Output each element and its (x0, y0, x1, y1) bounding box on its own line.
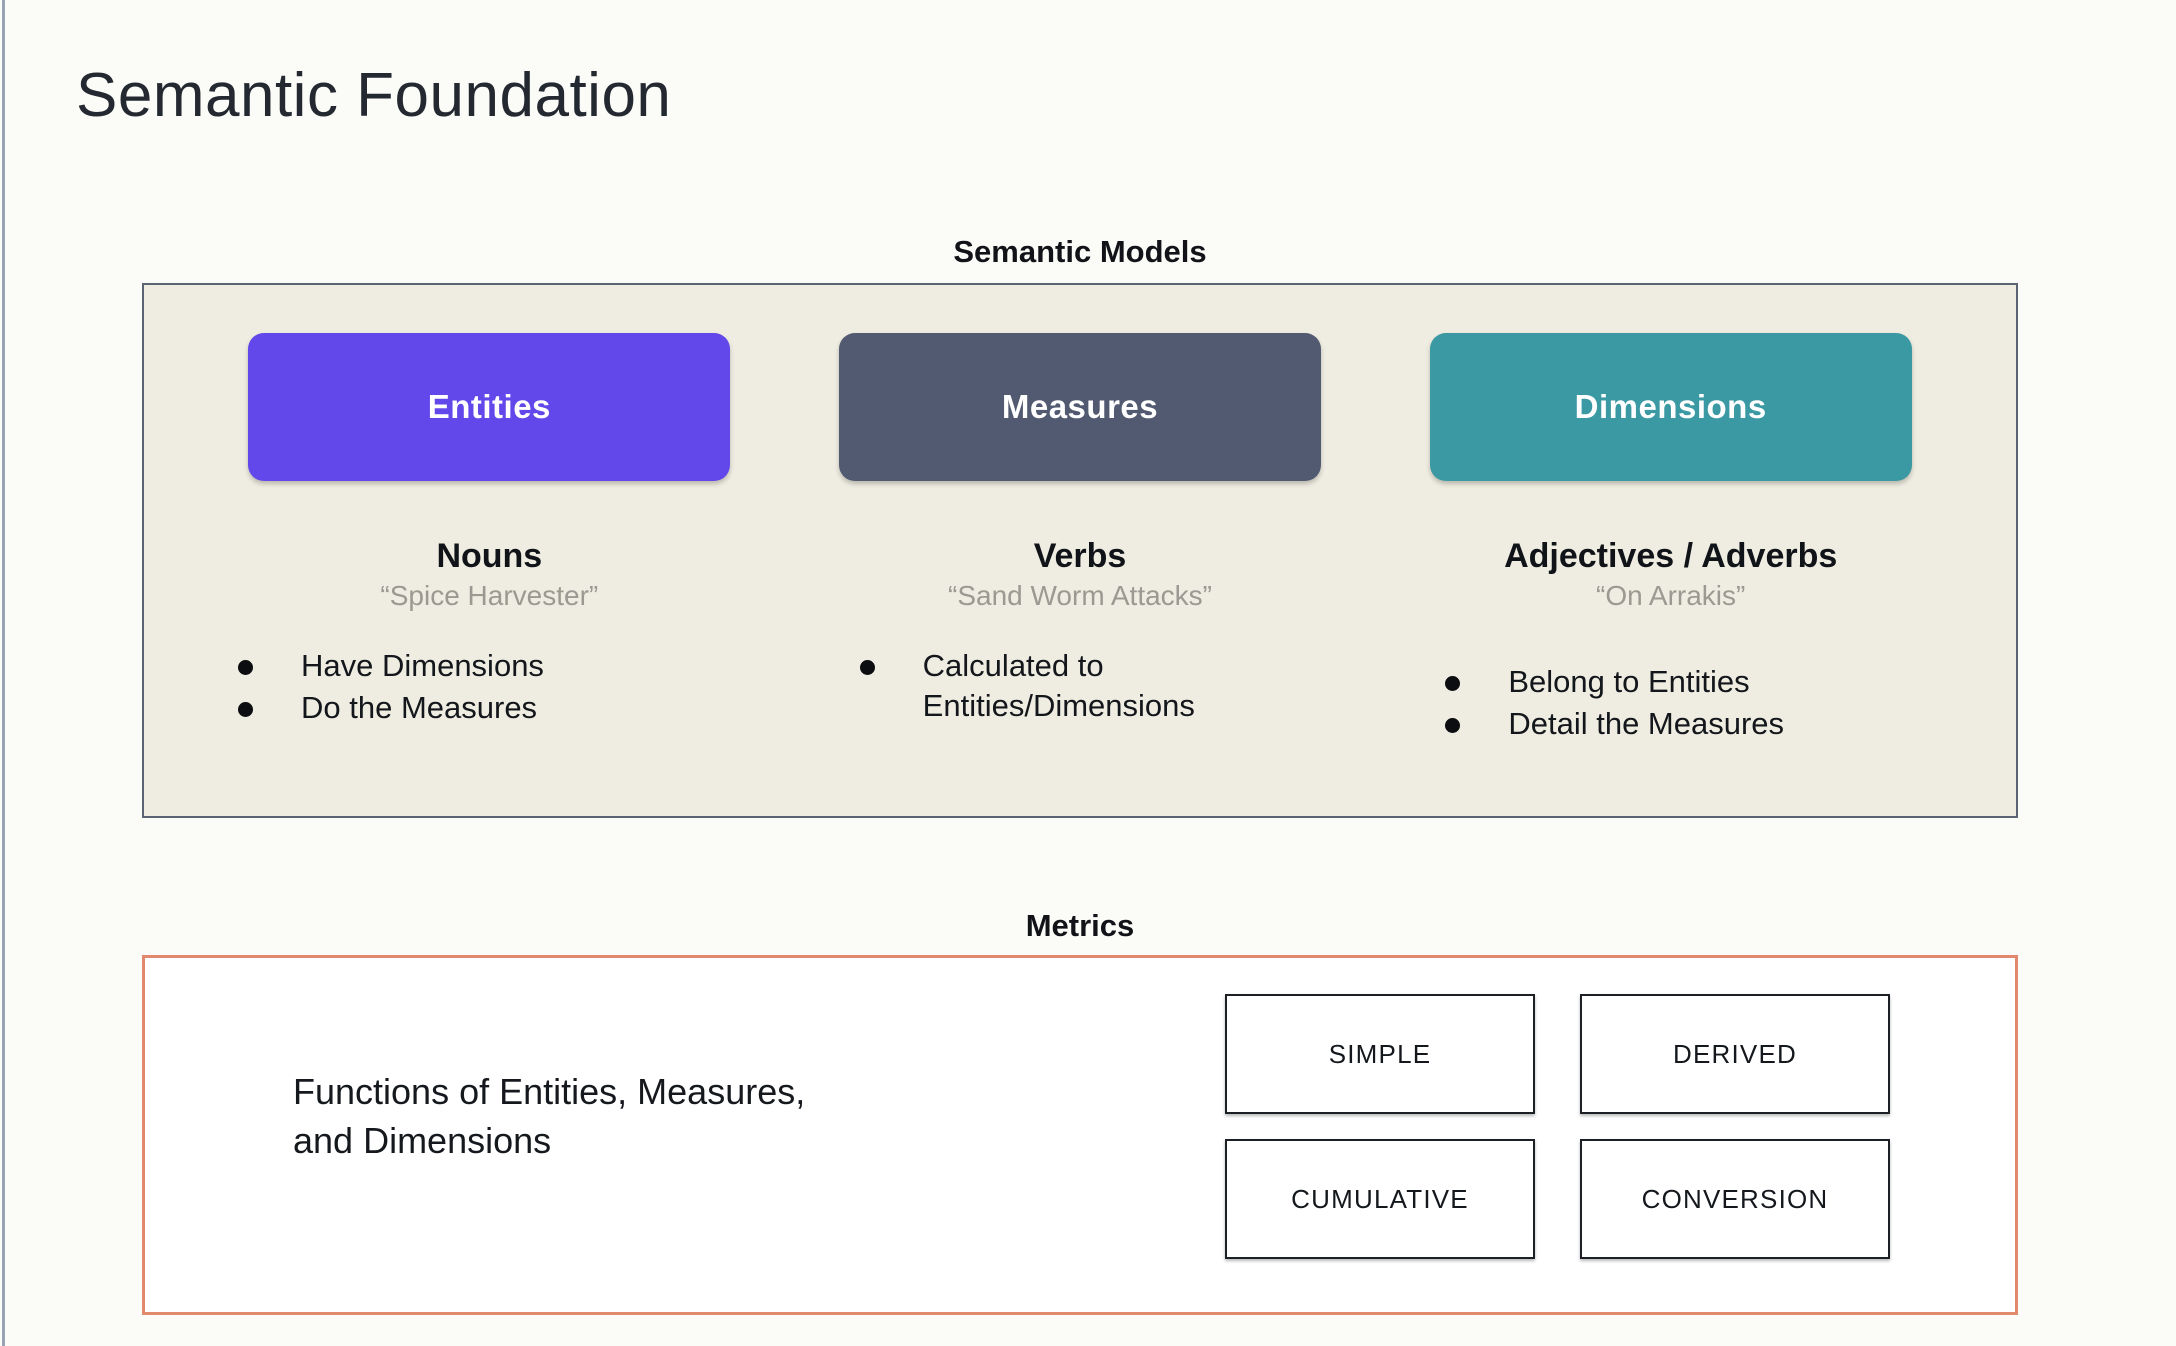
entities-example-quote: “Spice Harvester” (380, 580, 599, 611)
semantic-models-columns: Entities Nouns “Spice Harvester” Have Di… (144, 285, 2016, 816)
metrics-panel: Functions of Entities, Measures, and Dim… (142, 955, 2018, 1315)
metric-type-derived[interactable]: DERIVED (1580, 994, 1890, 1114)
entities-bullet-list: Have Dimensions Do the Measures (150, 646, 829, 729)
bullet-label: Have Dimensions (301, 648, 544, 683)
model-column-dimensions: Dimensions Adjectives / Adverbs “On Arra… (1375, 333, 1966, 816)
dimensions-example-quote: “On Arrakis” (1596, 580, 1746, 611)
entities-pill[interactable]: Entities (248, 333, 731, 481)
bullet-label: Detail the Measures (1508, 705, 1785, 741)
dimensions-bullet-list: Belong to Entities Detail the Measures (1305, 662, 2036, 745)
list-item: Do the Measures (238, 688, 537, 728)
metrics-header: Metrics (1025, 908, 1135, 943)
dimensions-pill[interactable]: Dimensions (1429, 333, 1912, 481)
bullet-dot-icon (859, 660, 875, 675)
dimensions-part-of-speech: Adjectives / Adverbs (1504, 537, 1838, 575)
list-item: Have Dimensions (238, 646, 544, 686)
model-column-measures: Measures Verbs “Sand Worm Attacks” Calcu… (785, 333, 1376, 816)
model-column-entities: Entities Nouns “Spice Harvester” Have Di… (194, 333, 785, 816)
measures-part-of-speech: Verbs (1033, 537, 1127, 575)
semantic-models-header: Semantic Models (953, 234, 1207, 269)
measures-bullet-list: Calculated to Entities/Dimensions (710, 646, 1451, 727)
metric-type-cumulative[interactable]: CUMULATIVE (1225, 1139, 1535, 1259)
measures-pill[interactable]: Measures (839, 333, 1321, 481)
bullet-label: Calculated to Entities/Dimensions (922, 648, 1195, 723)
bullet-dot-icon (1445, 676, 1461, 691)
bullet-label: Belong to Entities (1508, 664, 1750, 699)
metric-type-simple[interactable]: SIMPLE (1225, 994, 1535, 1114)
metric-type-conversion[interactable]: CONVERSION (1580, 1139, 1890, 1259)
list-item: Belong to Entities (1445, 662, 1750, 702)
bullet-dot-icon (238, 660, 253, 675)
list-item: Detail the Measures (1445, 704, 1784, 744)
bullet-dot-icon (238, 701, 253, 717)
metric-type-grid: SIMPLE DERIVED CUMULATIVE CONVERSION (1225, 994, 1890, 1259)
left-edge-rule (2, 0, 5, 1346)
metrics-description: Functions of Entities, Measures, and Dim… (293, 1071, 806, 1161)
bullet-label: Do the Measures (301, 689, 538, 725)
list-item: Calculated to Entities/Dimensions (859, 646, 1195, 725)
page-title: Semantic Foundation (76, 61, 672, 130)
measures-example-quote: “Sand Worm Attacks” (948, 580, 1213, 611)
bullet-dot-icon (1445, 717, 1461, 733)
semantic-models-panel: Entities Nouns “Spice Harvester” Have Di… (142, 283, 2018, 818)
entities-part-of-speech: Nouns (436, 537, 543, 575)
